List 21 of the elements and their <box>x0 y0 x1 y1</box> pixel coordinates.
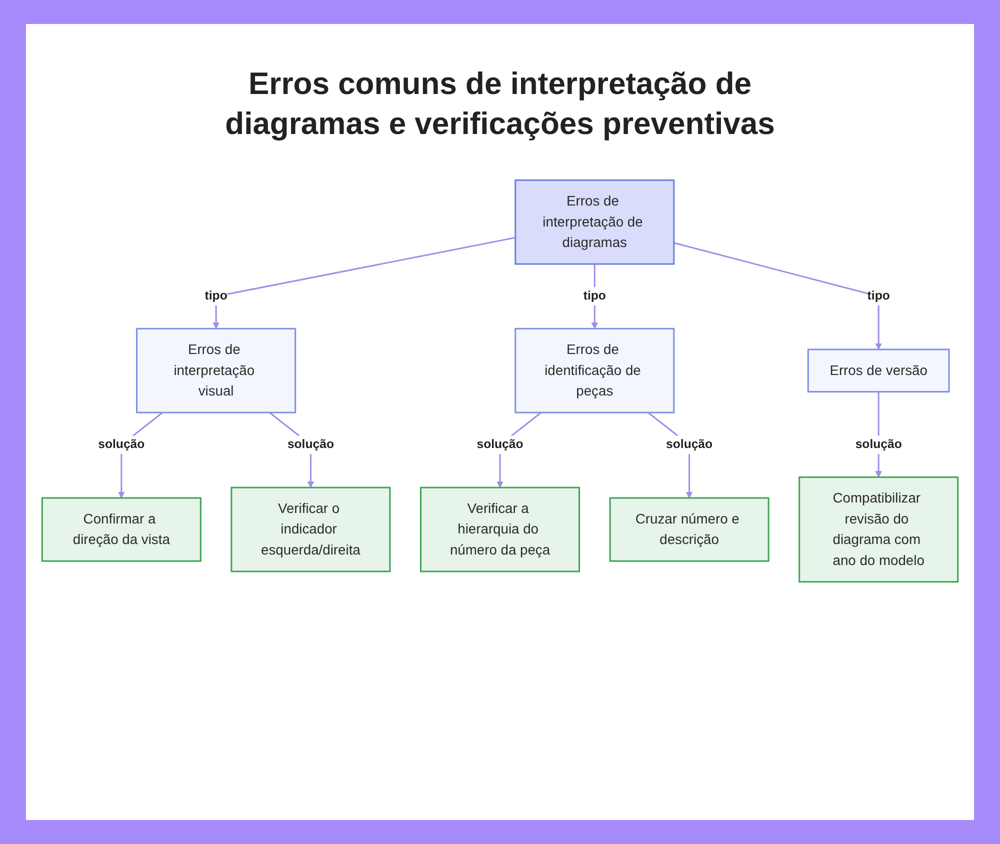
edge-label: solução <box>855 438 902 452</box>
edge-label: solução <box>666 438 713 452</box>
arrow <box>591 264 598 329</box>
node-box: Confirmar a direção da vista <box>41 497 202 562</box>
node-box: Erros de versão <box>807 348 950 393</box>
arrow <box>674 242 882 350</box>
edge-label: tipo <box>583 289 606 303</box>
diagram-title: Erros comuns de interpretação de diagramas e verificações preventivas <box>224 65 776 144</box>
node-box: Verificar a hierarquia do número da peça <box>420 486 580 572</box>
node-box: Erros de interpretação visual <box>136 328 296 414</box>
edge-label: solução <box>476 438 524 452</box>
node-box: Erros de interpretação de diagramas <box>514 179 675 265</box>
node-box: Verificar o indicador esquerda/direita <box>230 486 391 572</box>
node-box: Erros de identificação de peças <box>514 328 675 414</box>
edge-label: tipo <box>867 289 890 303</box>
edge-label: tipo <box>204 289 228 303</box>
arrow <box>212 236 516 329</box>
node-box: Compatibilizar revisão do diagrama com ano do modelo <box>798 476 959 583</box>
node-box: Cruzar número e descrição <box>609 497 770 562</box>
edge-label: solução <box>287 438 334 452</box>
edge-label: solução <box>98 438 145 452</box>
